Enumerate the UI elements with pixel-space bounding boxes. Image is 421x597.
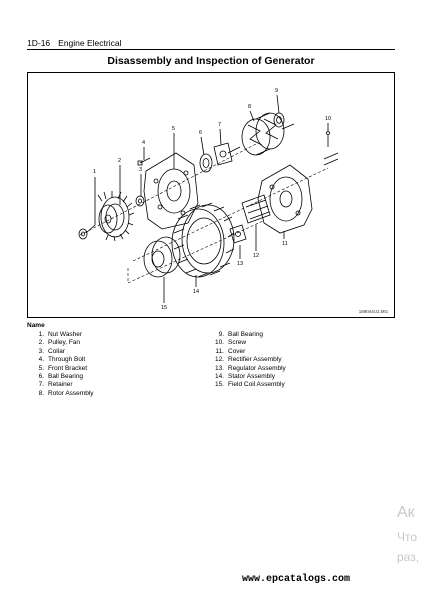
callout-10: 10 <box>325 116 331 122</box>
rectifier-assembly-part <box>241 194 271 224</box>
callout-6: 6 <box>199 130 202 136</box>
callout-1: 1 <box>93 169 96 175</box>
legend-heading: Name <box>27 322 45 329</box>
chapter-title: Engine Electrical <box>58 38 122 48</box>
legend-item: 15.Field Coil Assembly <box>214 381 285 389</box>
callout-13: 13 <box>237 261 243 267</box>
legend-item: 10.Screw <box>214 339 247 347</box>
field-coil-assembly-part <box>143 236 181 278</box>
stator-assembly-part <box>171 202 235 278</box>
figure-code: 189044U1.MG <box>358 309 388 314</box>
regulator-assembly-part <box>229 224 247 244</box>
screw-part <box>323 131 339 166</box>
legend-item: 6.Ball Bearing <box>38 373 84 381</box>
legend-item: 12.Rectifier Assembly <box>214 356 282 364</box>
front-bracket-part <box>143 152 199 230</box>
callout-11: 11 <box>282 241 288 247</box>
activation-watermark-line2: Что <box>397 530 418 544</box>
through-bolt-part <box>137 157 151 166</box>
collar-part <box>135 195 145 207</box>
callout-7: 7 <box>218 122 221 128</box>
header-rule <box>27 49 395 50</box>
legend-item: 8.Rotor Assembly <box>38 389 94 397</box>
retainer-part <box>213 142 233 166</box>
nut-washer-part <box>78 228 88 240</box>
pulley-fan-part <box>97 191 135 242</box>
section-number: 1D-16 <box>27 38 51 48</box>
legend-item: 4.Through Bolt <box>38 356 86 364</box>
callout-2: 2 <box>118 158 121 164</box>
callout-4: 4 <box>142 140 145 146</box>
callout-12: 12 <box>253 253 259 259</box>
legend-item: 5.Front Bracket <box>38 364 88 372</box>
legend-item: 3.Collar <box>38 347 65 355</box>
ball-bearing-front-part <box>199 153 213 173</box>
legend-item: 13.Regulator Assembly <box>214 364 286 372</box>
activation-watermark-line3: раз, <box>397 550 420 564</box>
page-header: 1D-16 Engine Electrical <box>27 38 121 48</box>
legend-item: 9.Ball Bearing <box>218 331 264 338</box>
legend-item: 11.Cover <box>215 347 246 355</box>
legend-column-right: 9.Ball Bearing 10.Screw 11.Cover 12.Rect… <box>210 331 286 390</box>
legend-item: 7.Retainer <box>38 381 73 389</box>
callout-5: 5 <box>172 126 175 132</box>
rotor-assembly-part <box>227 112 295 156</box>
ball-bearing-rear-part <box>273 112 285 128</box>
legend-column-left: 1.Nut Washer 2.Pulley, Fan 3.Collar 4.Th… <box>30 331 94 398</box>
callout-9: 9 <box>275 88 278 94</box>
generator-exploded-diagram: 1 2 3 4 5 6 7 8 9 10 11 12 13 14 15 <box>78 88 339 311</box>
legend-item: 14.Stator Assembly <box>214 373 275 381</box>
cover-part <box>257 164 313 234</box>
callout-8: 8 <box>248 104 251 110</box>
page-title: Disassembly and Inspection of Generator <box>107 55 315 67</box>
callout-15: 15 <box>161 305 167 311</box>
legend-item: 2.Pulley, Fan <box>38 339 81 347</box>
callout-14: 14 <box>193 289 199 295</box>
activation-watermark-line1: Ак <box>397 504 415 521</box>
callout-3: 3 <box>139 167 142 173</box>
exploded-view-figure: 1 2 3 4 5 6 7 8 9 10 11 12 13 14 15 1890… <box>27 72 395 318</box>
footer-url: www.epcatalogs.com <box>242 574 351 585</box>
legend-item: 1.Nut Washer <box>38 331 83 338</box>
